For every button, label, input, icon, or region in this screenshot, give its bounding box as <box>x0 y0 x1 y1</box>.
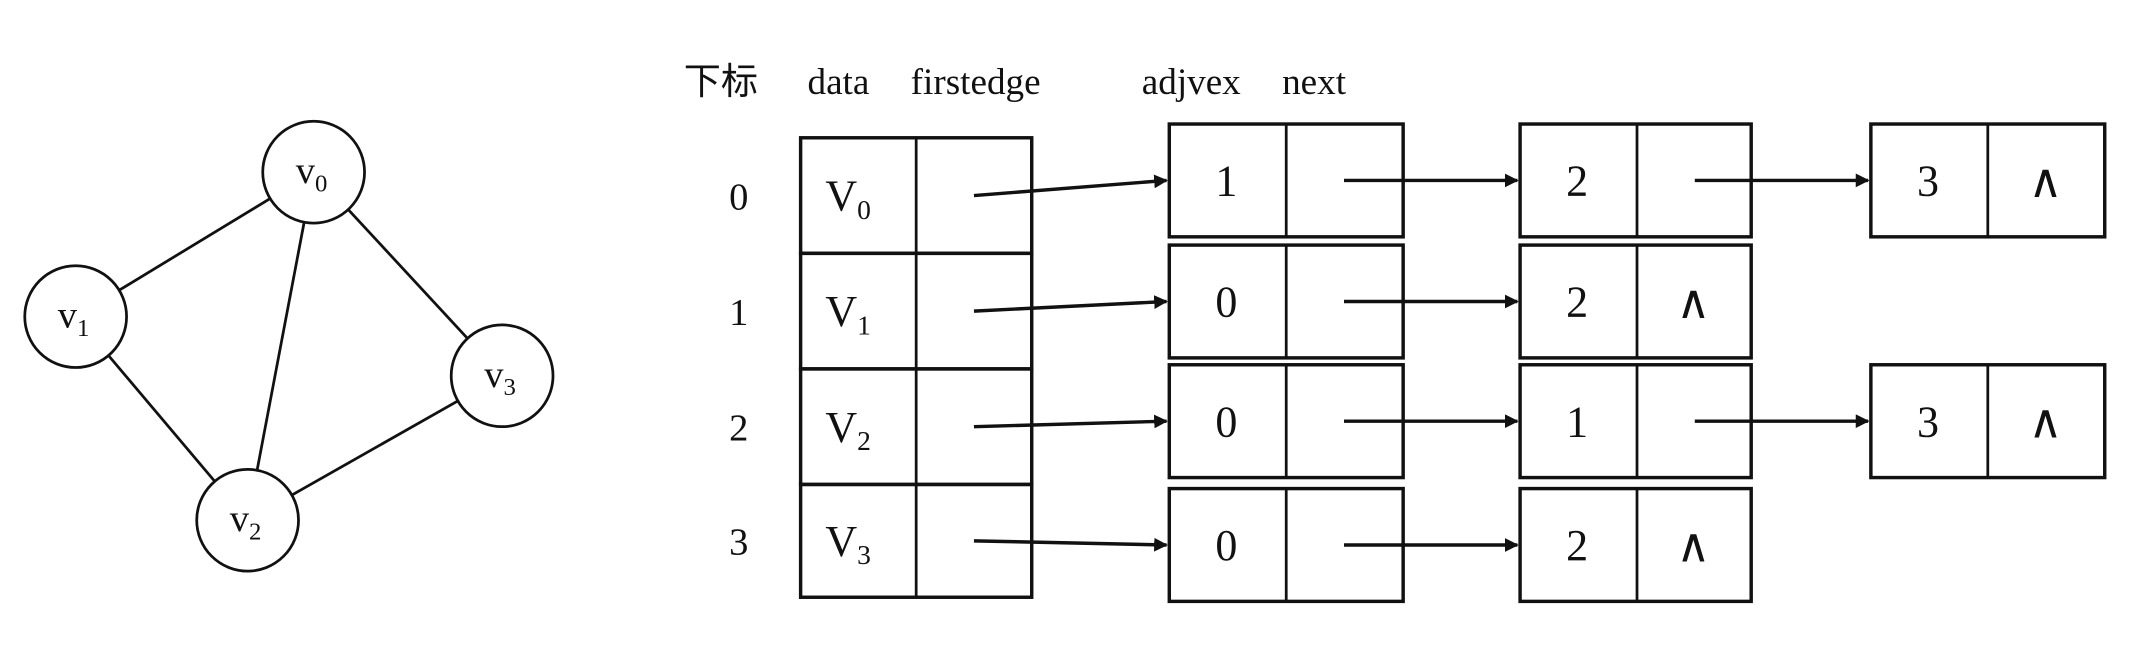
edge-adjvex: 0 <box>1215 397 1237 446</box>
header-adjvex-label: adjvex <box>1142 62 1241 103</box>
vertex-data: V3 <box>825 517 871 570</box>
vertex-data-base: V <box>825 403 857 452</box>
node-label-subscript: 2 <box>249 518 261 545</box>
null-pointer-symbol: ∧ <box>2028 156 2062 208</box>
edge-adjvex: 1 <box>1215 157 1237 206</box>
edge-adjvex: 1 <box>1566 397 1588 446</box>
row-index: 1 <box>729 292 748 334</box>
vertex-data-subscript: 3 <box>857 539 871 570</box>
graph-edge-v2-v3 <box>291 399 459 497</box>
edge-adjvex: 2 <box>1566 521 1588 570</box>
vertex-data-base: V <box>825 287 857 336</box>
row-index: 3 <box>729 522 748 564</box>
edge-adjvex: 0 <box>1215 521 1237 570</box>
graph-node-v1 <box>23 264 128 369</box>
node-label-base: v <box>58 295 78 337</box>
graph-node-label: v3 <box>484 354 516 401</box>
firstedge-arrow <box>973 174 1168 198</box>
graph-edge-v0-v3 <box>347 208 469 340</box>
node-label-subscript: 1 <box>77 315 89 342</box>
graph-edge-v1-v2 <box>107 354 216 483</box>
vertex-data: V1 <box>825 287 871 340</box>
header-data-label: data <box>808 62 870 103</box>
null-pointer-symbol: ∧ <box>2028 397 2062 449</box>
node-label-base: v <box>230 498 250 540</box>
header-firstedge-label: firstedge <box>911 62 1041 103</box>
firstedge-arrow <box>973 414 1168 429</box>
graph-node-label: v0 <box>296 150 328 197</box>
vertex-data-base: V <box>825 172 857 221</box>
edge-adjvex: 3 <box>1917 157 1939 206</box>
edge-adjvex: 2 <box>1566 278 1588 327</box>
node-label-subscript: 0 <box>315 170 327 197</box>
header-index-label: 下标 <box>684 62 758 103</box>
table-header: 下标 data firstedge adjvex next <box>684 62 1347 103</box>
graph-edge-v0-v1 <box>118 197 271 292</box>
vertex-data: V2 <box>825 403 871 456</box>
null-pointer-symbol: ∧ <box>1676 277 1710 329</box>
node-label-subscript: 3 <box>503 374 515 401</box>
graph-node-label: v2 <box>230 498 262 545</box>
edge-adjvex: 2 <box>1566 157 1588 206</box>
header-next-label: next <box>1282 62 1347 103</box>
firstedge-arrow <box>973 537 1168 552</box>
edge-adjvex: 3 <box>1917 397 1939 446</box>
graph-node-v3 <box>449 323 555 429</box>
row-index: 0 <box>729 176 748 218</box>
graph-node-v2 <box>195 467 300 573</box>
vertex-data-subscript: 1 <box>857 310 871 341</box>
graph-node-label: v1 <box>58 295 90 342</box>
firstedge-arrow <box>973 295 1168 313</box>
vertex-data-base: V <box>825 517 857 566</box>
graph-edge-v0-v2 <box>255 221 306 471</box>
vertex-data: V0 <box>825 172 871 225</box>
edge-adjvex: 0 <box>1215 278 1237 327</box>
null-pointer-symbol: ∧ <box>1676 520 1710 572</box>
row-index: 2 <box>729 407 748 449</box>
node-label-base: v <box>484 354 504 396</box>
node-label-base: v <box>296 150 316 192</box>
vertex-data-subscript: 0 <box>857 194 871 225</box>
vertex-data-subscript: 2 <box>857 425 871 456</box>
graph-node-v0 <box>261 119 366 225</box>
